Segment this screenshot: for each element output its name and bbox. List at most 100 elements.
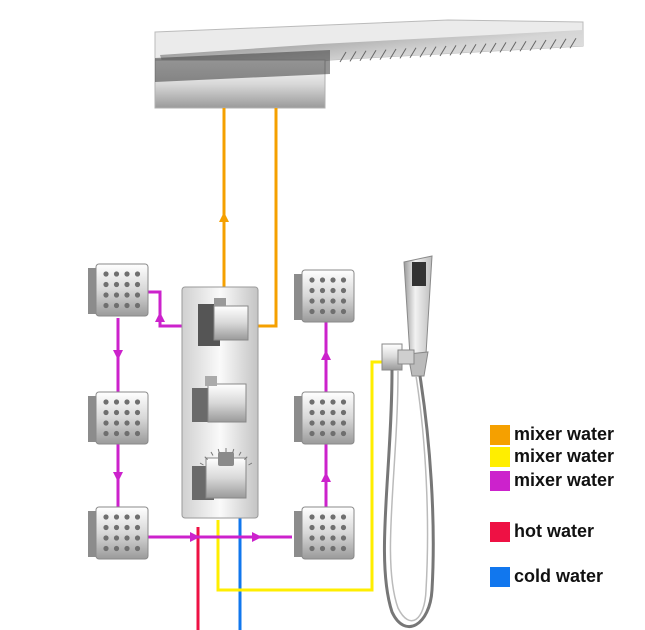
jet-hole	[309, 277, 315, 283]
jet-hole	[309, 535, 315, 541]
body-jet	[88, 391, 149, 445]
jet-hole	[113, 430, 120, 437]
jet-hole	[319, 409, 326, 416]
jet-hole	[330, 277, 336, 283]
jet-hole	[113, 399, 120, 405]
dial-tick	[232, 448, 235, 454]
body-jet	[88, 263, 149, 317]
nozzle-mark	[459, 44, 467, 56]
jet-hole	[330, 524, 336, 531]
nozzle-mark	[349, 51, 357, 62]
dial-tick	[248, 462, 253, 466]
nozzle-mark	[359, 50, 367, 62]
jet-hole	[103, 399, 109, 405]
jet-hole	[330, 545, 336, 552]
jet-hole	[103, 302, 109, 309]
jet-hole	[309, 287, 315, 294]
nozzle-mark	[569, 37, 577, 49]
nozzle-mark	[439, 45, 447, 57]
jet-hole	[309, 308, 315, 315]
nozzle-mark	[369, 49, 377, 61]
jet-hole	[340, 287, 347, 294]
legend-item-hot: hot water	[490, 521, 594, 542]
jet-hole	[134, 281, 141, 288]
jet-hole	[124, 271, 130, 277]
jet-hole	[309, 545, 315, 552]
nozzle-mark	[559, 38, 567, 50]
jet-hole	[134, 420, 141, 426]
legend-label: mixer water	[514, 446, 615, 466]
jet-hole	[124, 535, 130, 541]
thermostatic-valve-panel	[181, 286, 259, 519]
body-jet	[294, 269, 355, 323]
flow-arrows	[113, 312, 331, 542]
jet-hole	[319, 524, 326, 531]
diverter-handle-middle	[192, 376, 247, 423]
jet-hole	[103, 420, 109, 426]
jet-hole	[134, 271, 141, 277]
jet-hole	[124, 292, 130, 298]
shower-hose	[382, 369, 435, 628]
jet-hole	[134, 535, 141, 541]
legend-label: hot water	[514, 521, 595, 541]
jet-hole	[319, 535, 326, 541]
jet-hole	[330, 535, 336, 541]
dial-tick	[204, 456, 208, 460]
jet-hole	[103, 514, 109, 520]
nozzle-mark	[529, 40, 537, 51]
jet-hole	[134, 524, 141, 531]
jet-hole	[330, 420, 336, 426]
nozzle-mark	[419, 46, 427, 58]
jet-hole	[113, 535, 120, 541]
nozzle-mark	[539, 39, 547, 51]
jet-hole	[124, 514, 130, 520]
jet-hole	[319, 430, 326, 437]
body-jet	[294, 391, 355, 445]
jet-hole	[113, 271, 120, 277]
jet-hole	[330, 298, 336, 304]
nozzle-mark	[519, 40, 527, 52]
diverter-handle-top	[198, 298, 249, 346]
jet-hole	[309, 430, 315, 437]
nozzle-mark	[469, 43, 477, 55]
jet-hole	[113, 281, 120, 288]
mixer-pipe-orange	[219, 108, 278, 328]
legend-item-mixer-yellow: mixer water	[490, 446, 614, 467]
nozzle-mark	[389, 48, 397, 60]
nozzle-mark	[509, 41, 517, 53]
legend-swatch	[490, 424, 510, 445]
nozzle-mark	[449, 45, 457, 56]
rain-shower-head	[154, 19, 584, 109]
nozzle-mark	[549, 39, 557, 50]
nozzle-mark	[399, 48, 407, 59]
wall-bracket	[381, 343, 415, 371]
jet-hole	[330, 399, 336, 405]
legend-swatch	[490, 566, 510, 587]
jet-hole	[309, 409, 315, 416]
dial-tick	[217, 448, 220, 454]
legend-item-mixer-magenta: mixer water	[490, 470, 614, 491]
dial-tick	[238, 451, 242, 456]
legend-label: mixer water	[514, 424, 615, 444]
jet-hole	[340, 399, 347, 405]
nozzle-mark	[429, 46, 437, 57]
jet-hole	[340, 514, 347, 520]
jet-hole	[113, 292, 120, 298]
jet-hole	[124, 409, 130, 416]
legend-swatch	[490, 521, 510, 542]
nozzle-mark	[379, 49, 387, 60]
jet-hole	[124, 420, 130, 426]
nozzle-mark	[339, 51, 347, 63]
jet-hole	[113, 302, 120, 309]
jet-hole	[330, 409, 336, 416]
jet-hole	[103, 271, 109, 277]
jet-hole	[340, 277, 347, 283]
body-jet	[294, 506, 355, 560]
jet-hole	[319, 545, 326, 552]
jet-hole	[113, 420, 120, 426]
jet-hole	[124, 399, 130, 405]
jet-hole	[319, 514, 326, 520]
jet-hole	[319, 308, 326, 315]
mixer-pipe-yellow	[216, 360, 386, 592]
